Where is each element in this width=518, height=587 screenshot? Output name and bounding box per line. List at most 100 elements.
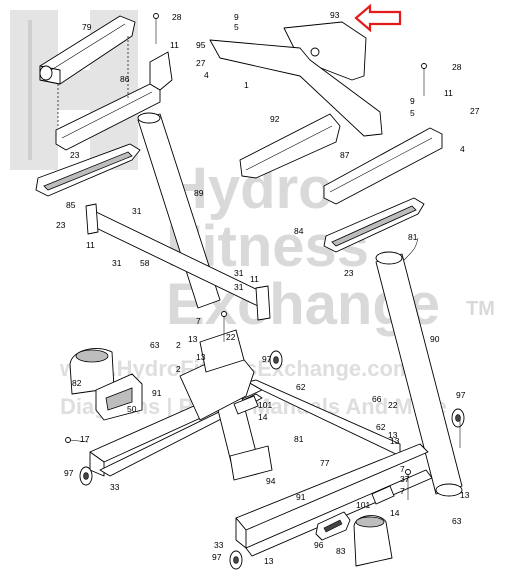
wire-harness	[403, 237, 419, 261]
callout-33: 33	[214, 540, 224, 550]
part-cover-83	[353, 515, 393, 567]
callout-84: 84	[294, 226, 304, 236]
callout-96: 96	[314, 540, 324, 550]
callout-66: 66	[372, 394, 382, 404]
callout-101: 101	[258, 400, 272, 410]
callout-4: 4	[204, 70, 209, 80]
bolt-group	[65, 13, 461, 500]
callout-2: 2	[176, 364, 181, 374]
callout-14: 14	[390, 508, 400, 518]
callout-13: 13	[196, 352, 206, 362]
callout-13: 13	[264, 556, 274, 566]
callout-27: 27	[196, 58, 206, 68]
callout-37: 37	[400, 474, 410, 484]
callout-11: 11	[170, 40, 179, 50]
callout-63: 63	[150, 340, 160, 350]
callout-31: 31	[112, 258, 122, 268]
callout-97: 97	[262, 354, 272, 364]
callout-97: 97	[456, 390, 466, 400]
callout-58: 58	[140, 258, 150, 268]
callout-28: 28	[172, 12, 182, 22]
callout-97: 97	[212, 552, 222, 562]
callout-17: 17	[80, 434, 90, 444]
callout-27: 27	[470, 106, 480, 116]
callout-1: 1	[244, 80, 249, 90]
callout-77: 77	[320, 458, 330, 468]
callout-33: 33	[110, 482, 120, 492]
callout-31: 31	[132, 206, 142, 216]
callout-5: 5	[410, 108, 415, 118]
callout-22: 22	[388, 400, 398, 410]
part-right-base-plate	[323, 197, 425, 253]
part-left-upright-bracket	[55, 51, 173, 151]
callout-62: 62	[296, 382, 306, 392]
callout-91: 91	[152, 388, 162, 398]
part-left-upright-tube	[137, 112, 221, 309]
part-left-console-arm	[39, 15, 136, 85]
part-crossbar	[85, 203, 271, 321]
callout-83: 83	[336, 546, 346, 556]
part-wheel-rear-right	[451, 408, 465, 428]
highlight-arrow	[354, 3, 402, 33]
part-right-console-arm	[209, 21, 383, 137]
callout-14: 14	[258, 412, 268, 422]
callout-23: 23	[344, 268, 354, 278]
callout-23: 23	[70, 150, 80, 160]
callout-28: 28	[452, 62, 462, 72]
callout-101: 101	[356, 500, 370, 510]
callout-90: 90	[430, 334, 440, 344]
callout-31: 31	[234, 268, 244, 278]
callout-7: 7	[196, 316, 201, 326]
callout-31: 31	[234, 282, 244, 292]
callout-13: 13	[460, 490, 470, 500]
part-wheel-front-right	[229, 550, 243, 570]
part-right-upright-bracket	[323, 127, 443, 205]
callout-7: 7	[400, 464, 405, 474]
callout-63: 63	[452, 516, 462, 526]
callout-62: 62	[376, 422, 386, 432]
callout-13: 13	[390, 436, 400, 446]
callout-85: 85	[66, 200, 76, 210]
part-base-frame	[89, 329, 433, 557]
callout-11: 11	[86, 240, 95, 250]
callout-97: 97	[64, 468, 74, 478]
callout-4: 4	[460, 144, 465, 154]
callout-82: 82	[72, 378, 82, 388]
callout-86: 86	[120, 74, 130, 84]
callout-81: 81	[294, 434, 304, 444]
part-left-base-plate	[35, 143, 141, 197]
callout-50: 50	[127, 404, 137, 414]
part-bracket-101-a	[233, 395, 259, 415]
callout-79: 79	[82, 22, 92, 32]
callout-81: 81	[408, 232, 418, 242]
part-wheel-front-left	[79, 466, 93, 486]
callout-23: 23	[56, 220, 66, 230]
callout-91: 91	[296, 492, 306, 502]
callout-95: 95	[196, 40, 206, 50]
callout-9: 9	[234, 12, 239, 22]
callout-94: 94	[266, 476, 276, 486]
callout-13: 13	[188, 334, 198, 344]
callout-7: 7	[400, 486, 405, 496]
callout-87: 87	[340, 150, 350, 160]
callout-11: 11	[444, 88, 453, 98]
part-right-cover	[239, 113, 341, 179]
callout-93: 93	[330, 10, 340, 20]
callout-11: 11	[250, 274, 259, 284]
callout-22: 22	[226, 332, 236, 342]
part-bracket-101-b	[371, 485, 395, 505]
callout-92: 92	[270, 114, 280, 124]
part-wheel-rear-left	[269, 350, 283, 370]
part-cover-50	[95, 373, 143, 421]
callout-2: 2	[176, 340, 181, 350]
callout-13: 13	[388, 430, 398, 440]
part-cover-82	[69, 348, 115, 395]
watermark-trademark: TM	[466, 298, 495, 320]
part-right-upright-tube	[375, 251, 463, 497]
part-cover-96	[315, 511, 351, 541]
callout-5: 5	[234, 22, 239, 32]
callout-89: 89	[194, 188, 204, 198]
